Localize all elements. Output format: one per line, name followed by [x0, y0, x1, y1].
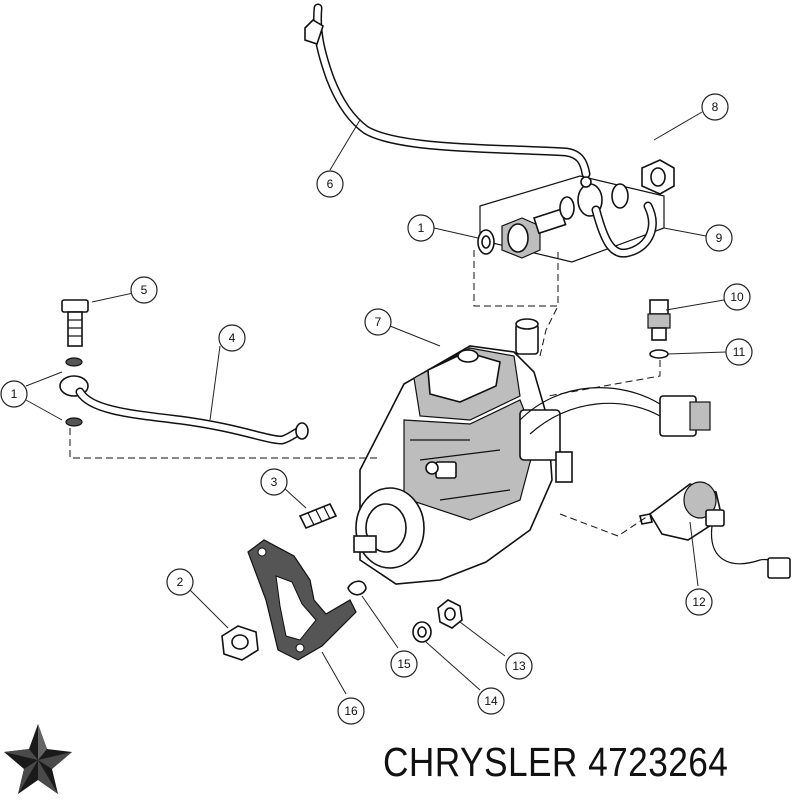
- callout-13: 13: [505, 652, 533, 680]
- callout-1a: 1: [407, 214, 435, 242]
- callout-4: 4: [218, 324, 246, 352]
- callout-11: 11: [725, 338, 753, 366]
- part-4-return-line: [75, 387, 309, 445]
- callout-15: 15: [390, 650, 418, 678]
- callout-label: 8: [712, 100, 719, 114]
- part-7-injection-pump: [353, 318, 711, 585]
- part-3-stud: [298, 502, 338, 530]
- part-15-key: [347, 580, 367, 596]
- callout-label: 6: [327, 177, 334, 191]
- callout-label: 12: [692, 595, 706, 609]
- part-14-washer: [412, 621, 432, 643]
- callout-label: 10: [730, 290, 744, 304]
- callout-10: 10: [723, 283, 751, 311]
- banjo-fitting-assembly: [477, 159, 675, 263]
- callout-label: 14: [484, 694, 498, 708]
- part-11-o-ring: [649, 349, 669, 359]
- callout-6: 6: [316, 170, 344, 198]
- callout-label: 11: [733, 345, 746, 359]
- callout-label: 1: [11, 387, 18, 401]
- leader-lines: [25, 111, 727, 695]
- part-6-fuel-line: [304, 3, 591, 179]
- part-12-solenoid: [639, 481, 791, 579]
- callout-14: 14: [477, 687, 505, 715]
- callout-8: 8: [701, 93, 729, 121]
- callout-label: 2: [177, 575, 184, 589]
- callout-label: 3: [271, 475, 278, 489]
- part-number: 4723264: [588, 739, 729, 785]
- callout-label: 15: [397, 657, 411, 671]
- brand-part-number: CHRYSLER 4723264: [383, 734, 736, 790]
- brand-name: CHRYSLER: [383, 739, 578, 785]
- part-16-gasket: [247, 539, 357, 661]
- callout-label: 7: [375, 315, 382, 329]
- callout-label: 5: [141, 283, 148, 297]
- callout-label: 13: [512, 659, 526, 673]
- callout-label: 1: [418, 221, 425, 235]
- part-13-nut: [437, 599, 463, 629]
- chrysler-pentastar-icon: [4, 724, 72, 794]
- callout-5: 5: [130, 276, 158, 304]
- callout-2: 2: [166, 568, 194, 596]
- part-2-nut: [221, 625, 259, 661]
- part-10-sensor: [647, 299, 671, 341]
- callout-1b: 1: [0, 380, 28, 408]
- callout-label: 4: [229, 331, 236, 345]
- callout-label: 16: [344, 704, 358, 718]
- callout-label: 9: [716, 231, 723, 245]
- alignment-lines: [69, 250, 661, 537]
- callout-9: 9: [705, 224, 733, 252]
- callout-3: 3: [260, 468, 288, 496]
- callout-16: 16: [337, 697, 365, 725]
- part-5-banjo-bolt: [59, 299, 89, 427]
- callout-7: 7: [364, 308, 392, 336]
- callout-12: 12: [685, 588, 713, 616]
